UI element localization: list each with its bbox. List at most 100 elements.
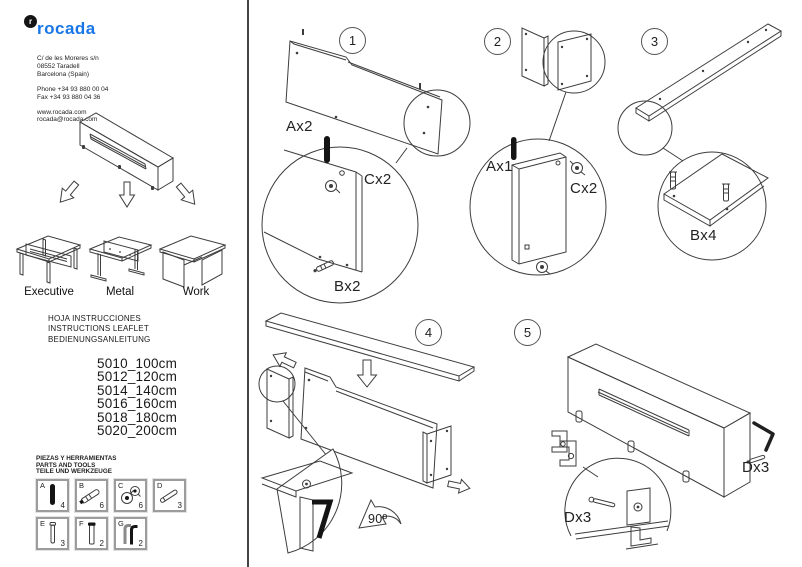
rocada-logo-glyph: r bbox=[28, 17, 33, 26]
contact-group: Phone +34 93 880 00 04 Fax +34 93 880 04… bbox=[37, 86, 108, 102]
step2-detail-circle bbox=[469, 138, 607, 276]
parts-title-es: PIEZAS Y HERRAMIENTAS bbox=[36, 455, 117, 462]
rocada-logo-icon: r bbox=[24, 15, 37, 28]
part-letter: E bbox=[40, 519, 46, 528]
model-item: 5018_180cm bbox=[97, 409, 178, 425]
part-letter: G bbox=[118, 519, 124, 528]
part-box-a: A 4 bbox=[36, 479, 69, 512]
step4-corner-circle bbox=[258, 365, 296, 403]
address-group: C/ de les Moreres s/n 08552 Taradell Bar… bbox=[37, 55, 108, 79]
callout-ax1: Ax1 bbox=[486, 158, 513, 175]
step3-screw bbox=[722, 183, 730, 202]
desk-work-drawing bbox=[158, 235, 227, 288]
step-badge-1: 1 bbox=[339, 27, 366, 54]
part-letter: B bbox=[79, 481, 85, 490]
long-bolt-icon bbox=[88, 522, 96, 545]
title-en: INSTRUCTIONS LEAFLET bbox=[48, 324, 149, 334]
step5-drawing bbox=[551, 343, 775, 550]
parts-row: A 4 B 6 C 6 bbox=[36, 479, 186, 512]
step2-cam-top bbox=[569, 160, 586, 176]
part-box-g: G 2 bbox=[114, 517, 147, 550]
distribution-arrows bbox=[59, 180, 196, 208]
step2-pin-a bbox=[511, 137, 517, 160]
callout-90deg: 90º bbox=[368, 512, 388, 526]
step-badge-4: 4 bbox=[415, 319, 442, 346]
step-badge-3: 3 bbox=[641, 28, 668, 55]
part-box-e: E 3 bbox=[36, 517, 69, 550]
step-badge-2: 2 bbox=[484, 28, 511, 55]
part-box-c: C 6 bbox=[114, 479, 147, 512]
title-es: HOJA INSTRUCCIONES bbox=[48, 314, 141, 323]
double-screw-icon bbox=[79, 489, 100, 505]
step4-fan-detail bbox=[276, 448, 343, 554]
address-line: C/ de les Moreres s/n bbox=[37, 55, 99, 62]
part-qty: 2 bbox=[99, 539, 104, 548]
step1-screw-b bbox=[313, 260, 334, 273]
title-de: BEDIENUNGSANLEITUNG bbox=[48, 334, 151, 344]
model-item: 5010_100cm bbox=[97, 356, 178, 371]
step1-small-detail-circle bbox=[403, 89, 471, 157]
long-pin-icon bbox=[49, 522, 56, 544]
rotate-90-arrow bbox=[358, 498, 402, 529]
step3-small-detail-circle bbox=[617, 100, 673, 156]
parts-section-titles: PIEZAS Y HERRAMIENTAS PARTS AND TOOLS TE… bbox=[36, 455, 117, 476]
desk-metal-drawing bbox=[88, 236, 153, 282]
part-box-b: B 6 bbox=[75, 479, 108, 512]
part-qty: 3 bbox=[60, 539, 65, 548]
desk-label-metal: Metal bbox=[105, 286, 135, 298]
parts-row: E 3 F 2 G 2 bbox=[36, 517, 186, 550]
phone-line: Phone +34 93 880 00 04 bbox=[37, 85, 109, 93]
callout-dx3-detail: Dx3 bbox=[564, 509, 592, 526]
web-group: www.rocada.com rocada@rocada.com bbox=[37, 109, 108, 125]
clamp-brackets bbox=[551, 430, 577, 467]
part-letter: D bbox=[157, 481, 163, 490]
address-line: Barcelona (Spain) bbox=[37, 70, 90, 78]
part-letter: F bbox=[79, 519, 84, 528]
model-item: 5012_120cm bbox=[97, 369, 178, 385]
allen-key-glyph bbox=[312, 499, 334, 539]
desk-label-work: Work bbox=[182, 286, 210, 298]
step5-screw-d bbox=[746, 454, 766, 464]
part-qty: 2 bbox=[138, 539, 143, 548]
part-qty: 6 bbox=[138, 501, 143, 510]
callout-cx2-step2: Cx2 bbox=[570, 180, 598, 197]
allen-keys-icon bbox=[123, 524, 138, 545]
product-overview-drawing bbox=[15, 112, 227, 288]
brand-name: rocada bbox=[37, 19, 96, 38]
parts-title-en: PARTS AND TOOLS bbox=[36, 461, 96, 469]
step1-detail-circle bbox=[261, 146, 419, 304]
leaflet-titles: HOJA INSTRUCCIONES INSTRUCTIONS LEAFLET … bbox=[48, 314, 150, 345]
parts-title-de: TEILE UND WERKZEUGE bbox=[36, 468, 112, 476]
callout-cx2-step1: Cx2 bbox=[364, 171, 392, 188]
step2-small-detail-circle bbox=[542, 30, 606, 94]
desk-label-executive: Executive bbox=[24, 286, 74, 298]
fax-line: Fax +34 93 880 04 36 bbox=[37, 93, 101, 101]
step-badge-5: 5 bbox=[514, 319, 541, 346]
step2-cam-bottom bbox=[536, 261, 551, 275]
part-letter: A bbox=[40, 481, 46, 490]
step3-screw bbox=[669, 171, 677, 190]
cam-lock-icon bbox=[121, 486, 141, 504]
part-box-f: F 2 bbox=[75, 517, 108, 550]
callout-dx3: Dx3 bbox=[742, 459, 770, 476]
slide-right-arrow bbox=[447, 478, 471, 494]
email-line: rocada@rocada.com bbox=[37, 116, 98, 124]
assembly-steps-drawing bbox=[258, 23, 782, 554]
allen-key bbox=[752, 421, 775, 452]
part-qty: 3 bbox=[177, 501, 182, 510]
step1-drawing bbox=[261, 29, 471, 304]
black-pin-icon bbox=[50, 484, 55, 505]
step3-drawing bbox=[617, 23, 782, 261]
website-line: www.rocada.com bbox=[37, 108, 87, 116]
callout-bx2: Bx2 bbox=[334, 278, 361, 295]
step5-detail-screw bbox=[588, 496, 616, 508]
step5-detail-circle bbox=[564, 457, 672, 537]
step3-detail-circle bbox=[657, 151, 767, 261]
model-item: 5014_140cm bbox=[97, 382, 178, 398]
part-letter: C bbox=[118, 481, 124, 490]
slide-left-arrow bbox=[272, 352, 297, 369]
part-box-d: D 3 bbox=[153, 479, 186, 512]
callout-ax2: Ax2 bbox=[286, 118, 313, 135]
desk-executive-drawing bbox=[15, 235, 82, 284]
